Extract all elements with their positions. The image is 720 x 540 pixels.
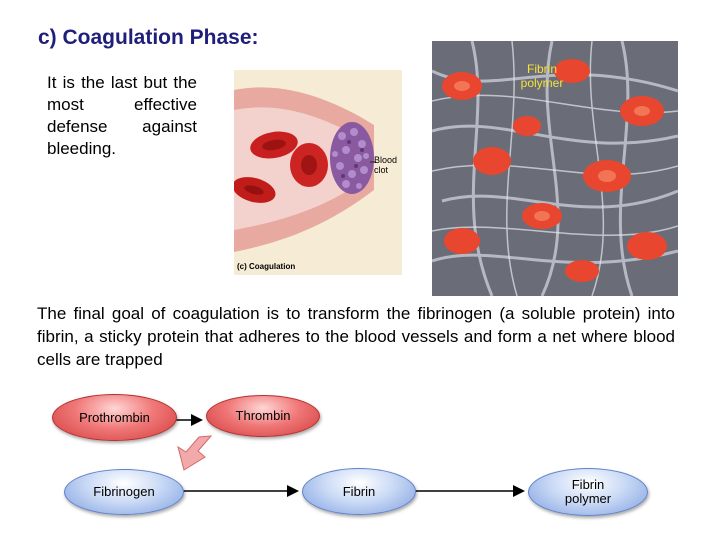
fibrin-micrograph bbox=[432, 41, 678, 296]
thrombin-label: Thrombin bbox=[235, 408, 291, 423]
fibrinogen-label: Fibrinogen bbox=[93, 484, 155, 499]
fibrin-polymer-node: Fibrin polymer bbox=[528, 468, 648, 516]
fibrinogen-node: Fibrinogen bbox=[64, 469, 184, 515]
blood-clot-label: Blood clot bbox=[374, 155, 397, 175]
prothrombin-node: Prothrombin bbox=[52, 394, 177, 441]
fibrin-polymer-label-line1: Fibrin bbox=[526, 62, 557, 76]
slide-title: c) Coagulation Phase: bbox=[38, 26, 259, 49]
fibrin-node: Fibrin bbox=[302, 468, 416, 515]
fibrin-polymer-node-line2: polymer bbox=[564, 491, 612, 506]
arrow-thrombin-fibrinogen bbox=[177, 435, 213, 471]
intro-text: It is the last but the most effective de… bbox=[47, 73, 197, 158]
blood-clot-label-line1: Blood bbox=[374, 155, 398, 165]
fibrin-polymer-label: Fibrin polymer bbox=[512, 62, 572, 90]
prothrombin-label: Prothrombin bbox=[79, 409, 150, 425]
fibrin-polymer-node-label: Fibrin polymer bbox=[565, 478, 611, 506]
thrombin-node: Thrombin bbox=[206, 395, 320, 437]
figure-caption: (c) Coagulation bbox=[237, 262, 296, 271]
fibrin-label: Fibrin bbox=[342, 483, 376, 499]
fibrin-polymer-label-line2: polymer bbox=[520, 76, 564, 90]
blood-clot-illustration bbox=[234, 70, 402, 275]
blood-clot-label-line2: clot bbox=[374, 165, 389, 175]
body-text: The final goal of coagulation is to tran… bbox=[37, 304, 675, 369]
fibrin-polymer-node-line1: Fibrin bbox=[571, 477, 605, 492]
